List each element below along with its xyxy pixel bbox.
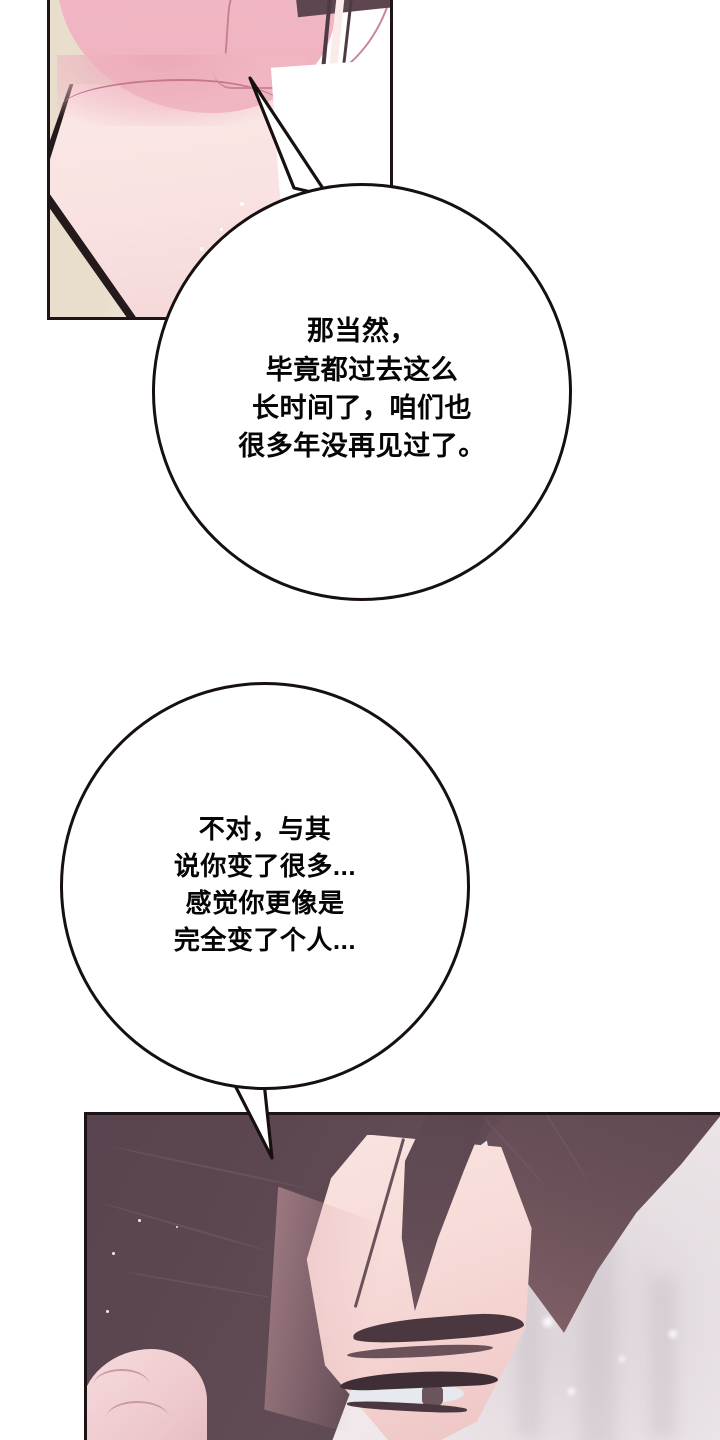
chin-shadow-line bbox=[224, 0, 266, 57]
speck bbox=[112, 1251, 116, 1255]
finger-crease bbox=[105, 1401, 170, 1436]
speech-bubble-upper[interactable]: 那当然， 毕竟都过去这么 长时间了，咱们也 很多年没再见过了。 bbox=[152, 183, 572, 601]
speech-bubble-lower-text: 不对，与其 说你变了很多... 感觉你更像是 完全变了个人... bbox=[173, 814, 357, 955]
collarbone-line bbox=[60, 79, 285, 110]
bokeh-light bbox=[542, 1316, 553, 1327]
sparkle-dot bbox=[220, 227, 223, 231]
sparkle-dot bbox=[199, 246, 204, 251]
bokeh-light bbox=[568, 1388, 576, 1395]
speck bbox=[175, 1225, 178, 1228]
comic-panel-bottom bbox=[84, 1112, 720, 1440]
background-blur-shape bbox=[650, 1277, 677, 1438]
iris bbox=[422, 1384, 443, 1406]
speech-bubble-lower[interactable]: 不对，与其 说你变了很多... 感觉你更像是 完全变了个人... bbox=[60, 682, 470, 1090]
bokeh-light bbox=[669, 1329, 678, 1338]
finger-crease bbox=[93, 1368, 151, 1404]
speck bbox=[137, 1219, 141, 1222]
speech-bubble-upper-text: 那当然， 毕竟都过去这么 长时间了，咱们也 很多年没再见过了。 bbox=[238, 316, 486, 462]
bokeh-light bbox=[618, 1355, 625, 1362]
speck bbox=[105, 1310, 109, 1313]
comic-panel-top bbox=[47, 0, 393, 320]
sparkle-dot bbox=[240, 202, 245, 207]
